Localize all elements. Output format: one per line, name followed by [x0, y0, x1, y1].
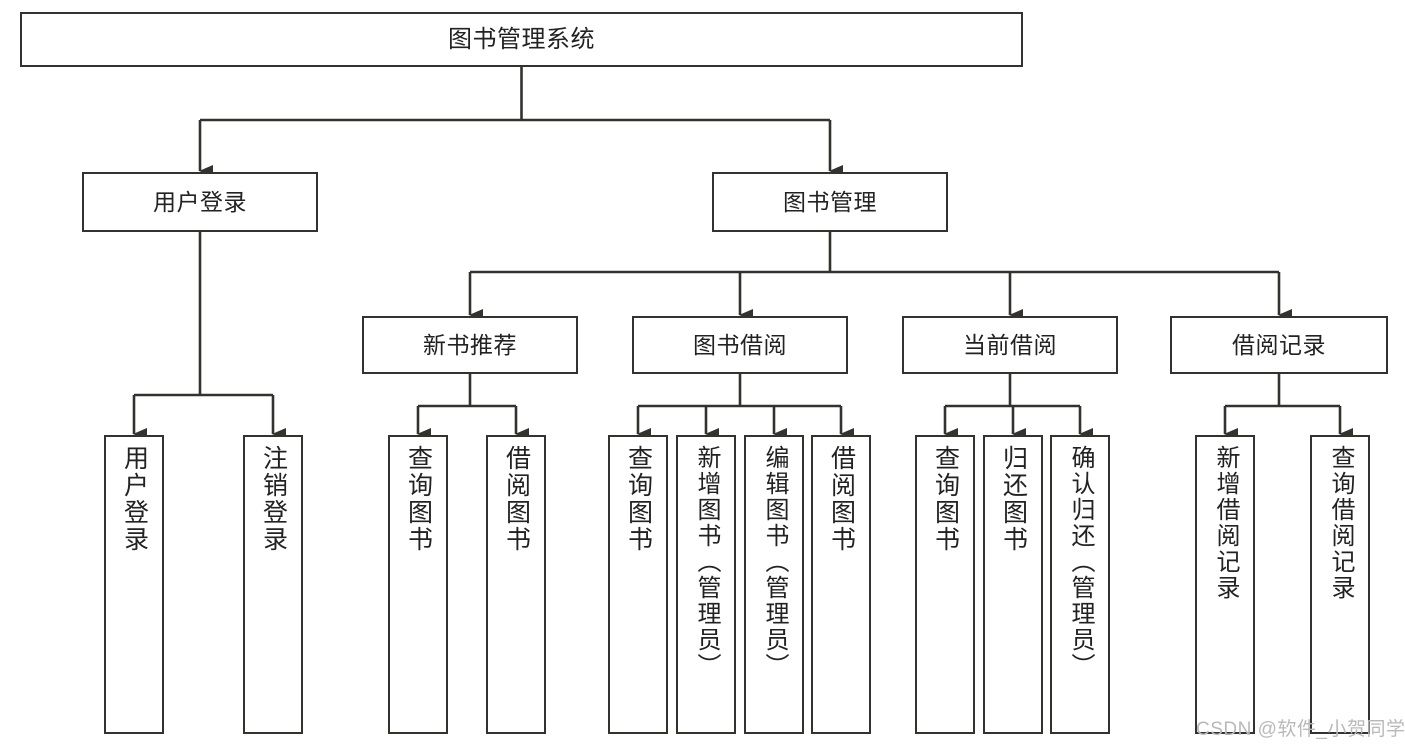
node-label: 注销登录: [259, 445, 288, 553]
node-book-manage[interactable]: 图书管理: [712, 172, 948, 232]
node-leaf-confirm-return[interactable]: 确认归还（管理员）: [1050, 435, 1110, 734]
node-label: 图书借阅: [693, 331, 787, 358]
node-user-login[interactable]: 用户登录: [82, 172, 318, 232]
node-leaf-add-book[interactable]: 新增图书（管理员）: [676, 435, 736, 734]
node-root[interactable]: 图书管理系统: [20, 12, 1023, 67]
node-leaf-user-login[interactable]: 用户登录: [104, 435, 164, 734]
node-label: 编辑图书（管理员）: [761, 445, 788, 679]
node-leaf-add-record[interactable]: 新增借阅记录: [1195, 435, 1255, 734]
watermark-text: CSDN @软件_小贺同学: [1196, 719, 1405, 740]
node-leaf-edit-book[interactable]: 编辑图书（管理员）: [744, 435, 804, 734]
node-label: 查询借阅记录: [1327, 445, 1354, 601]
node-label: 借阅图书: [827, 445, 856, 553]
node-leaf-return-book[interactable]: 归还图书: [983, 435, 1043, 734]
node-leaf-query-book-2[interactable]: 查询图书: [608, 435, 668, 734]
node-label: 当前借阅: [963, 331, 1057, 358]
node-label: 新书推荐: [423, 331, 517, 358]
node-leaf-query-book-1[interactable]: 查询图书: [388, 435, 448, 734]
node-label: 新增借阅记录: [1212, 445, 1239, 601]
node-label: 用户登录: [120, 445, 149, 553]
node-new-book-rec[interactable]: 新书推荐: [362, 316, 578, 374]
node-leaf-borrow-book-2[interactable]: 借阅图书: [811, 435, 871, 734]
node-label: 查询图书: [931, 445, 960, 553]
node-label: 图书管理系统: [448, 25, 595, 53]
node-label: 借阅记录: [1232, 331, 1326, 358]
node-label: 新增图书（管理员）: [693, 445, 720, 679]
node-label: 查询图书: [624, 445, 653, 553]
node-leaf-borrow-book-1[interactable]: 借阅图书: [486, 435, 546, 734]
node-current-borrow[interactable]: 当前借阅: [902, 316, 1118, 374]
node-book-borrow[interactable]: 图书借阅: [632, 316, 848, 374]
node-borrow-record[interactable]: 借阅记录: [1170, 316, 1388, 374]
node-leaf-query-record[interactable]: 查询借阅记录: [1310, 435, 1370, 734]
node-label: 查询图书: [404, 445, 433, 553]
node-label: 确认归还（管理员）: [1067, 445, 1094, 679]
node-label: 归还图书: [999, 445, 1028, 553]
node-label: 借阅图书: [502, 445, 531, 553]
node-leaf-user-logout[interactable]: 注销登录: [243, 435, 303, 734]
node-label: 图书管理: [783, 188, 877, 215]
node-leaf-query-book-3[interactable]: 查询图书: [915, 435, 975, 734]
node-label: 用户登录: [153, 188, 247, 215]
